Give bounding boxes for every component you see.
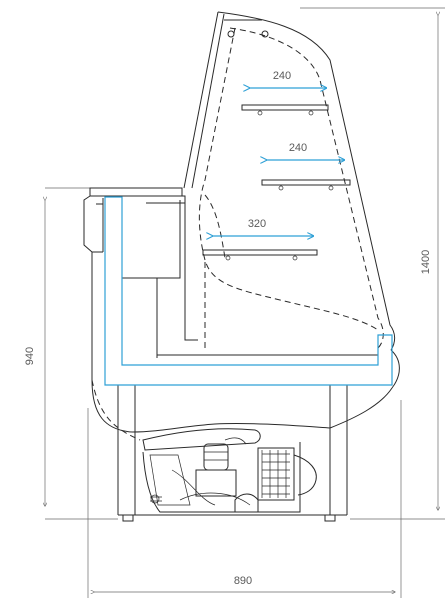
shelf-top-depth-label: 240 bbox=[273, 70, 291, 82]
shelf-top bbox=[241, 104, 329, 116]
cabinet-outline bbox=[83, 11, 400, 522]
shelf-bottom-depth-label: 320 bbox=[248, 218, 266, 230]
dimension-label-890: 890 bbox=[234, 575, 252, 587]
dimension-lines bbox=[45, 7, 445, 598]
shelf-middle-depth-label: 240 bbox=[289, 142, 307, 154]
shelf-middle bbox=[261, 179, 351, 191]
shelf-bottom bbox=[202, 249, 318, 261]
insulation-layer bbox=[104, 196, 393, 386]
dimension-label-1400: 1400 bbox=[420, 250, 432, 274]
dimension-label-940: 940 bbox=[24, 347, 36, 365]
airflow-path bbox=[91, 27, 384, 441]
refrigeration-unit bbox=[142, 428, 317, 513]
